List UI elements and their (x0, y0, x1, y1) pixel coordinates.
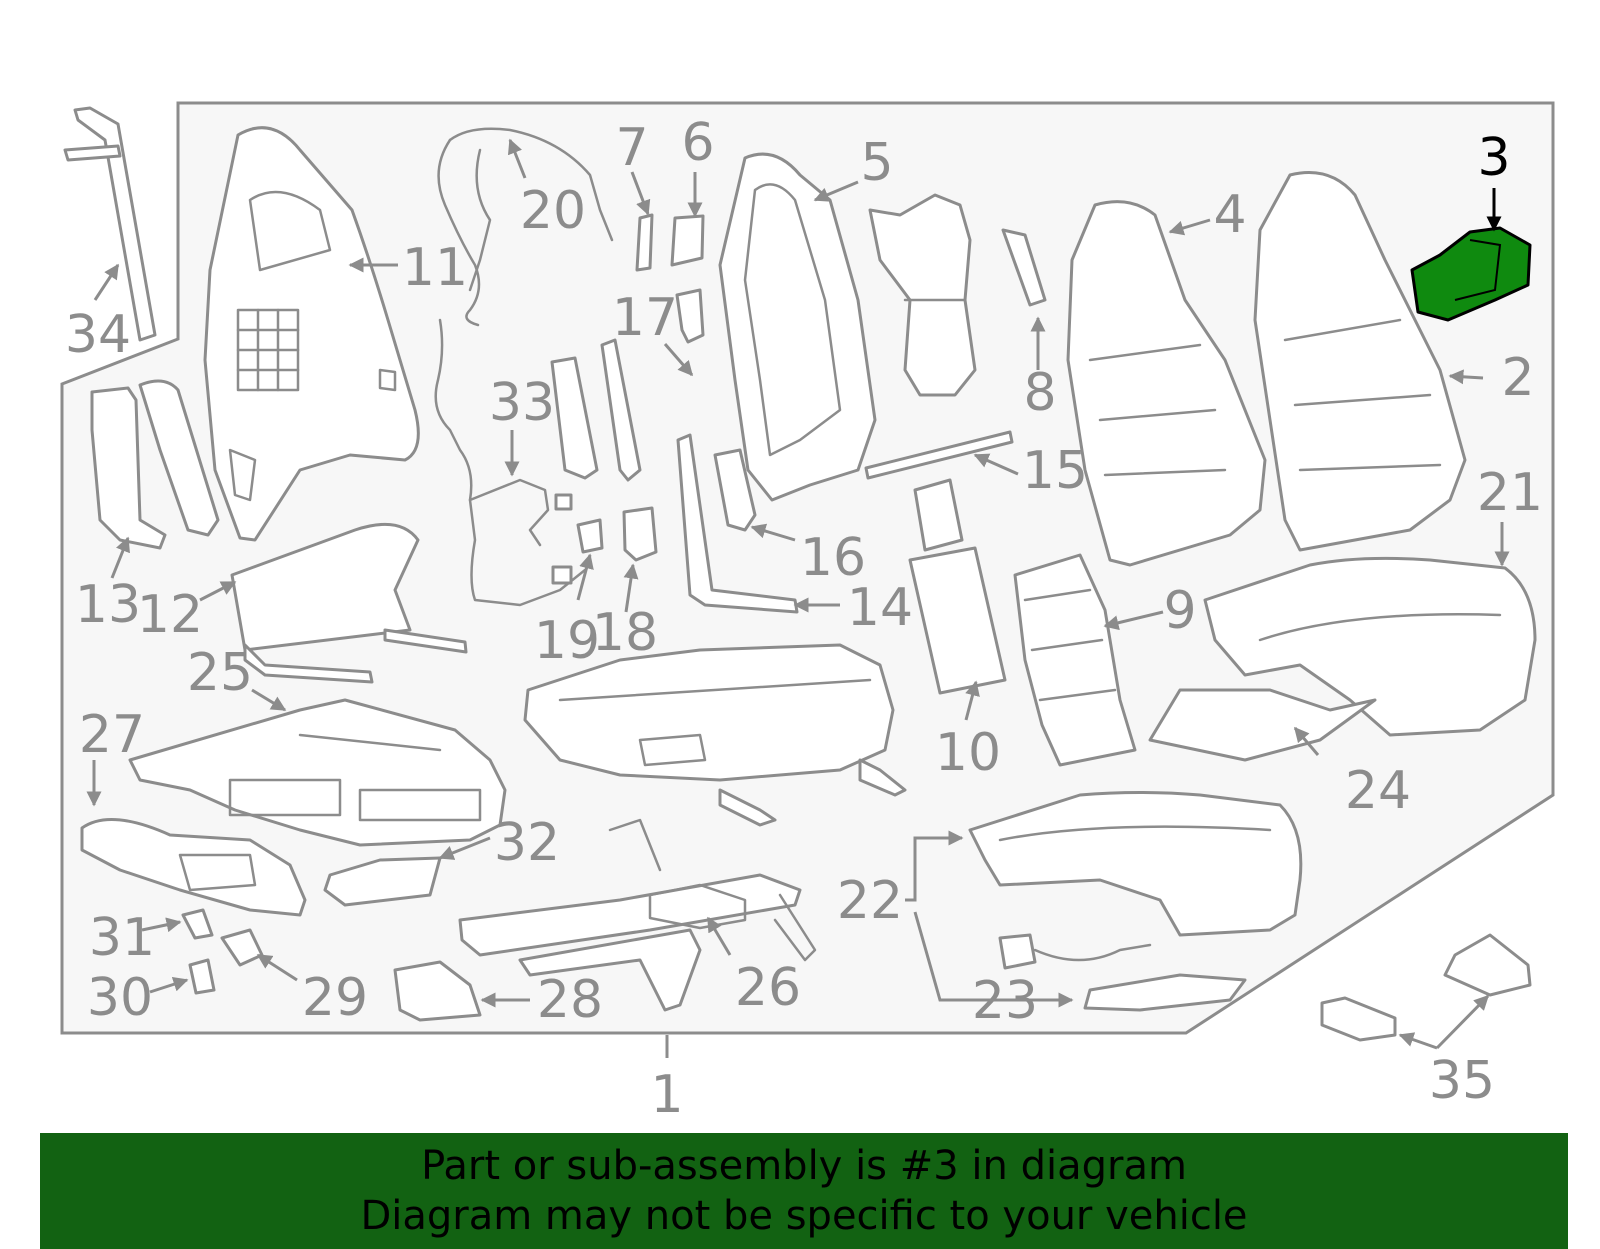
part-8-lumbar (868, 193, 1047, 397)
part-4-back-cushion (1066, 200, 1267, 567)
part-27-side-shield (80, 818, 307, 917)
callout-8: 8 (1023, 363, 1056, 423)
seat-cushion-assembly (523, 643, 907, 827)
callout-10: 10 (935, 723, 1001, 783)
part-7-clip (635, 213, 654, 272)
part-5-back-frame (718, 152, 877, 502)
callout-23: 23 (972, 971, 1038, 1031)
part-11-seat-back-frame (203, 126, 420, 542)
part-2-back-cover (1253, 171, 1467, 552)
banner-line-1: Part or sub-assembly is #3 in diagram (421, 1143, 1187, 1189)
callout-3: 3 (1477, 128, 1510, 188)
part-34-rod (63, 106, 157, 342)
part-9-heater-mat (1013, 553, 1137, 767)
part-33-trim-panel (550, 356, 599, 480)
part-23-harness (998, 933, 1247, 1012)
part-19-switch (576, 518, 604, 554)
part-15-strip (864, 430, 1014, 480)
callout-32: 32 (494, 813, 560, 873)
callout-2: 2 (1501, 348, 1534, 408)
callout-15: 15 (1022, 441, 1088, 501)
callout-14: 14 (847, 578, 913, 638)
part-33-rail (600, 338, 642, 482)
callout-5: 5 (860, 133, 893, 193)
part-26-adjuster-track (458, 818, 817, 1012)
info-banner: Part or sub-assembly is #3 in diagram Di… (40, 1133, 1568, 1249)
part-21-cushion-cover (1203, 556, 1537, 737)
callout-6: 6 (681, 113, 714, 173)
callout-19: 19 (534, 611, 600, 671)
part-31-knob (181, 908, 214, 940)
callout-16: 16 (800, 528, 866, 588)
callout-33: 33 (489, 373, 555, 433)
part-30-knob (188, 958, 216, 995)
callout-7: 7 (615, 118, 648, 178)
banner-line-2: Diagram may not be specific to your vehi… (360, 1193, 1248, 1239)
callout-35: 35 (1429, 1051, 1495, 1111)
part-3-highlighted (1410, 226, 1532, 322)
callout-13: 13 (75, 575, 141, 635)
callout-31: 31 (89, 908, 155, 968)
part-17-bracket (675, 288, 705, 344)
part-13-side-trim (90, 379, 220, 550)
part-32-cover (323, 856, 442, 907)
callout-29: 29 (302, 968, 368, 1028)
part-22-bottom-foam (968, 791, 1303, 937)
part-20-harness (437, 127, 614, 327)
part-16-motor (713, 448, 757, 532)
callout-28: 28 (537, 970, 603, 1030)
callout-4: 4 (1213, 185, 1246, 245)
part-33-harness (434, 318, 587, 607)
part-18-latch (622, 506, 658, 562)
callout-24: 24 (1345, 761, 1411, 821)
callout-12: 12 (137, 585, 203, 645)
callout-17: 17 (612, 288, 678, 348)
part-28-switch-housing (393, 960, 482, 1022)
callout-9: 9 (1163, 581, 1196, 641)
callout-26: 26 (735, 958, 801, 1018)
part-6-bracket (670, 214, 705, 267)
callout-34: 34 (65, 305, 131, 365)
part-35-cover-a (1443, 933, 1532, 997)
callout-20: 20 (520, 181, 586, 241)
callout-11: 11 (402, 238, 468, 298)
part-35-cover-b (1320, 996, 1397, 1042)
callout-18: 18 (592, 603, 658, 663)
callout-labels: 1 2 3 4 5 6 7 8 9 10 11 12 13 14 15 16 1… (65, 113, 1543, 1125)
part-24-panel (1148, 688, 1377, 762)
part-12-cushion-frame (230, 522, 468, 684)
callout-22: 22 (837, 871, 903, 931)
part-25-pan-frame (128, 698, 507, 847)
part-10-plate (908, 478, 1007, 695)
callout-25: 25 (187, 643, 253, 703)
leader-lines (86, 138, 1510, 1058)
callout-21: 21 (1477, 463, 1543, 523)
callout-1: 1 (650, 1065, 683, 1125)
callout-27: 27 (79, 705, 145, 765)
callout-30: 30 (87, 968, 153, 1028)
